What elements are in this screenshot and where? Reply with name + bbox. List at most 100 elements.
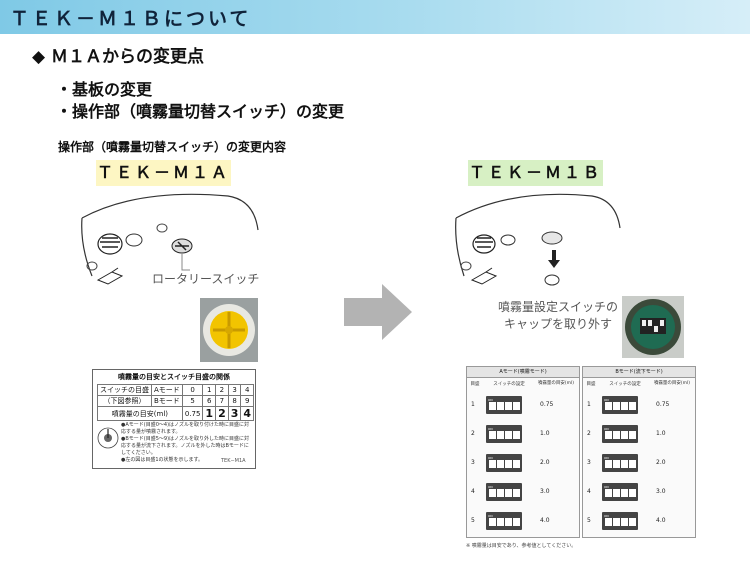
on-label: ON	[488, 514, 493, 518]
row-level: 5	[471, 517, 475, 524]
row-amount: 3.0	[540, 488, 550, 495]
toggle-switch-icon	[470, 267, 498, 285]
dip-toggle	[505, 460, 512, 468]
dial-knob-icon	[472, 234, 516, 254]
bullet-board-change: ・基板の変更	[56, 80, 153, 99]
amount-column-header: 噴霧量の目安(ml)	[653, 381, 691, 386]
dip-switch-setting-icon: ON	[602, 396, 638, 414]
sub-caption: 操作部（噴霧量切替スイッチ）の変更内容	[58, 140, 287, 154]
dip-toggle	[489, 402, 496, 410]
dip-switch-setting-icon: ON	[602, 425, 638, 443]
setting-column-header: スイッチの設定	[493, 382, 525, 387]
mode-a-panel: Aモード(噴霧モード) 目盛 スイッチの設定 噴霧量の目安(ml)	[466, 366, 580, 538]
dial-scale-icon	[97, 427, 119, 449]
dip-toggle	[505, 402, 512, 410]
dip-switch-setting-icon: ON	[602, 483, 638, 501]
on-label: ON	[604, 398, 609, 402]
row-level: 4	[587, 488, 591, 495]
dip-switch-setting-icon: ON	[486, 425, 522, 443]
on-label: ON	[604, 427, 609, 431]
on-label: ON	[488, 427, 493, 431]
dip-toggle	[613, 489, 620, 497]
row-amount: 4.0	[540, 517, 550, 524]
dip-toggle	[613, 460, 620, 468]
row-amount: 0.75	[540, 401, 554, 408]
table-row: スイッチの目盛 Aモード 0 1 2 3 4	[97, 384, 255, 396]
mode-b-header: Bモード(流下モード)	[583, 367, 695, 378]
title-bar	[0, 0, 750, 34]
row-level: 2	[587, 430, 591, 437]
dip-toggle	[621, 402, 628, 410]
dip-toggle	[513, 460, 520, 468]
dip-toggle	[513, 518, 520, 526]
toggle-switch-icon	[96, 267, 124, 285]
model-label-m1a: ＴＥＫ－Ｍ１Ａ	[96, 160, 231, 186]
mode-a-header: Aモード(噴霧モード)	[467, 367, 579, 378]
rotary-switch-photo	[200, 298, 258, 362]
dip-toggle	[621, 518, 628, 526]
dip-switch-setting-icon: ON	[486, 483, 522, 501]
m1a-device-illustration	[81, 193, 259, 285]
dip-switch-setting-icon: ON	[602, 512, 638, 530]
level-column-header: 目盛	[470, 382, 480, 387]
row-level: 5	[587, 517, 591, 524]
dip-toggle	[629, 431, 636, 439]
dip-toggle	[613, 518, 620, 526]
dip-toggle	[513, 431, 520, 439]
relation-table-notes: ●Aモード(目盛0～4)はノズルを取り付けた時に目盛に対応する量が噴霧されます。…	[121, 422, 250, 463]
spray-relation-table: 噴霧量の目安とスイッチ目盛の関係 スイッチの目盛 Aモード 0 1 2 3 4 …	[92, 369, 256, 469]
dip-toggle	[613, 431, 620, 439]
relation-table-title: 噴霧量の目安とスイッチ目盛の関係	[118, 373, 230, 381]
dip-switch-setting-icon: ON	[486, 396, 522, 414]
dip-switch-setting-icon: ON	[602, 454, 638, 472]
row-amount: 1.0	[540, 430, 550, 437]
mode-settings-table: Aモード(噴霧モード) 目盛 スイッチの設定 噴霧量の目安(ml) Bモード(流…	[466, 366, 696, 552]
dip-toggle	[497, 460, 504, 468]
m1b-device-illustration	[455, 193, 621, 286]
dip-toggle	[605, 489, 612, 497]
dip-toggle	[605, 460, 612, 468]
relation-grid: スイッチの目盛 Aモード 0 1 2 3 4 （下図参照） Bモード 5 6 7…	[97, 384, 255, 421]
dip-toggle	[513, 402, 520, 410]
dial-knob-icon	[97, 233, 143, 255]
dip-toggle	[605, 402, 612, 410]
table-row: 噴霧量の目安(ml) 0.75 1 2 3 4	[97, 406, 255, 421]
dip-switch-setting-icon: ON	[486, 454, 522, 472]
setting-column-header: スイッチの設定	[609, 382, 641, 387]
page-title: ＴＥＫ－Ｍ１Ｂについて	[10, 8, 252, 30]
row-amount: 2.0	[656, 459, 666, 466]
dip-switch-setting-icon: ON	[486, 512, 522, 530]
dip-toggle	[621, 460, 628, 468]
on-label: ON	[604, 456, 609, 460]
dip-toggle	[629, 489, 636, 497]
dip-toggle	[621, 431, 628, 439]
row-amount: 3.0	[656, 488, 666, 495]
on-label: ON	[488, 485, 493, 489]
row-level: 3	[471, 459, 475, 466]
dip-toggle	[489, 489, 496, 497]
on-label: ON	[604, 514, 609, 518]
row-amount: 1.0	[656, 430, 666, 437]
dip-switch-photo	[622, 296, 684, 358]
dip-toggle	[605, 431, 612, 439]
dip-toggle	[621, 489, 628, 497]
mode-b-panel: Bモード(流下モード) 目盛 スイッチの設定 噴霧量の目安(ml)	[582, 366, 696, 538]
dip-toggle	[489, 518, 496, 526]
dip-toggle	[497, 431, 504, 439]
level-column-header: 目盛	[586, 382, 596, 387]
dip-toggle	[497, 489, 504, 497]
section-heading: ◆ Ｍ１Ａからの変更点	[32, 47, 204, 67]
dip-toggle	[629, 518, 636, 526]
dip-toggle	[605, 518, 612, 526]
on-label: ON	[604, 485, 609, 489]
mode-table-note: ※ 噴霧量は目安であり、参考値としてください。	[466, 543, 577, 549]
row-amount: 0.75	[656, 401, 670, 408]
bullet-control-change: ・操作部（噴霧量切替スイッチ）の変更	[56, 102, 345, 121]
relation-table-model-id: TEK−M1A	[221, 458, 246, 464]
row-level: 2	[471, 430, 475, 437]
dip-toggle	[505, 431, 512, 439]
rotary-switch-icon	[171, 238, 193, 254]
dip-toggle	[629, 460, 636, 468]
on-label: ON	[488, 398, 493, 402]
down-arrow-icon	[548, 250, 560, 268]
